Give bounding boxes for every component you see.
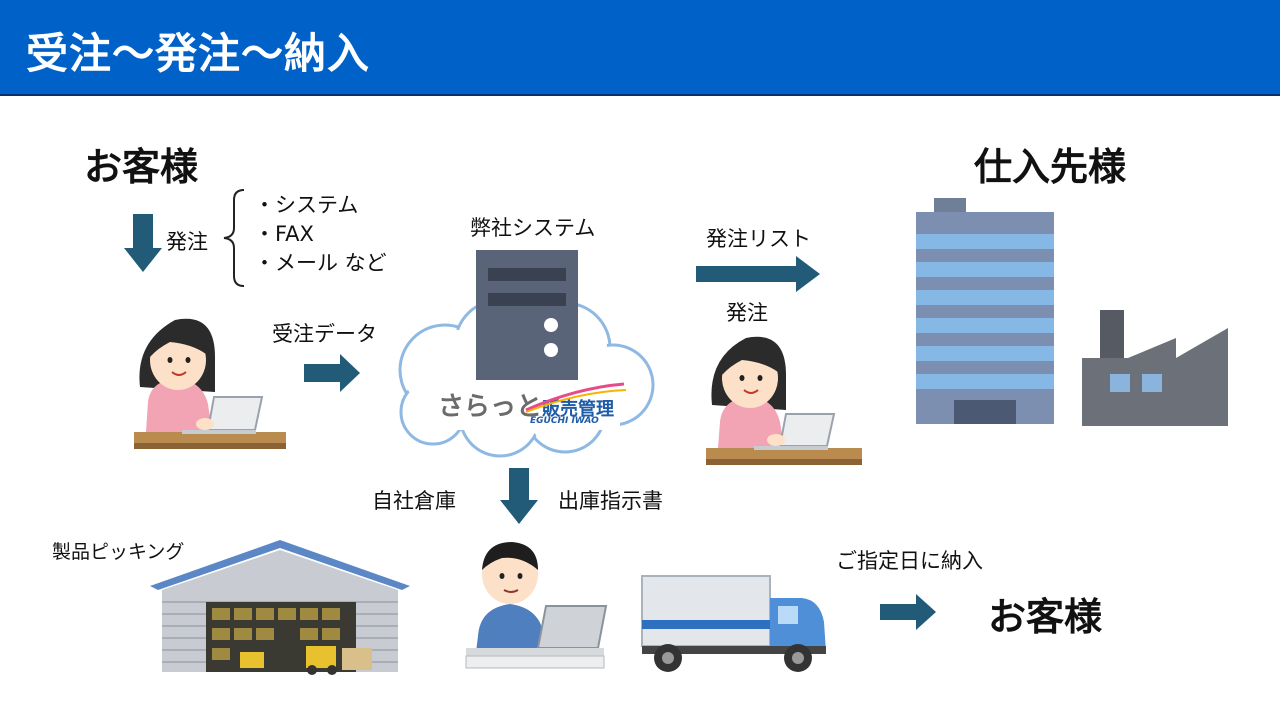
logo-main-text: さらっと xyxy=(438,392,543,422)
delivery-truck-icon xyxy=(641,575,826,672)
title-bar: 受注～発注～納入 xyxy=(0,0,1280,96)
factory-icon xyxy=(1082,310,1228,426)
order-to-supplier-label: 発注 xyxy=(726,301,768,325)
office-building-icon xyxy=(916,198,1054,424)
order-data-arrow xyxy=(304,354,360,392)
logo-sub-text: 販売管理 xyxy=(542,399,615,420)
product-picking-label: 製品ピッキング xyxy=(52,541,185,563)
order-list-arrow xyxy=(696,256,820,292)
customer-heading-top: お客様 xyxy=(84,145,199,189)
customer-heading-bottom: お客様 xyxy=(988,595,1103,639)
order-method-mail: ・メール など xyxy=(254,251,387,275)
warehouse-icon xyxy=(150,540,410,675)
order-label: 発注 xyxy=(166,230,208,254)
order-list-label: 発注リスト xyxy=(706,227,811,251)
product-logo: さらっと販売管理 EGUCHI IWAO xyxy=(438,382,627,426)
logo-swoosh-icon xyxy=(525,382,627,413)
order-method-system: ・システム xyxy=(254,193,359,217)
order-method-fax: ・FAX xyxy=(254,222,314,246)
logo-maker-text: EGUCHI IWAO xyxy=(530,416,599,426)
delivery-date-label: ご指定日に納入 xyxy=(836,549,983,573)
supplier-heading: 仕入先様 xyxy=(974,145,1127,189)
delivery-arrow xyxy=(880,594,936,630)
server-icon xyxy=(476,250,578,380)
staff-woman-right-illustration xyxy=(706,336,862,465)
brace-icon xyxy=(223,189,245,287)
page-title: 受注～発注～納入 xyxy=(26,29,371,78)
warehouse-staff-illustration xyxy=(465,542,608,669)
order-down-arrow xyxy=(124,214,162,272)
company-system-label: 弊社システム xyxy=(470,216,596,240)
instruction-down-arrow xyxy=(500,468,538,524)
order-methods-list: ・システム ・FAX ・メール など xyxy=(254,191,387,278)
order-data-label: 受注データ xyxy=(272,322,377,346)
shipping-instruction-label: 出庫指示書 xyxy=(558,489,663,513)
staff-woman-left-illustration xyxy=(134,318,286,449)
own-warehouse-label: 自社倉庫 xyxy=(372,489,456,513)
